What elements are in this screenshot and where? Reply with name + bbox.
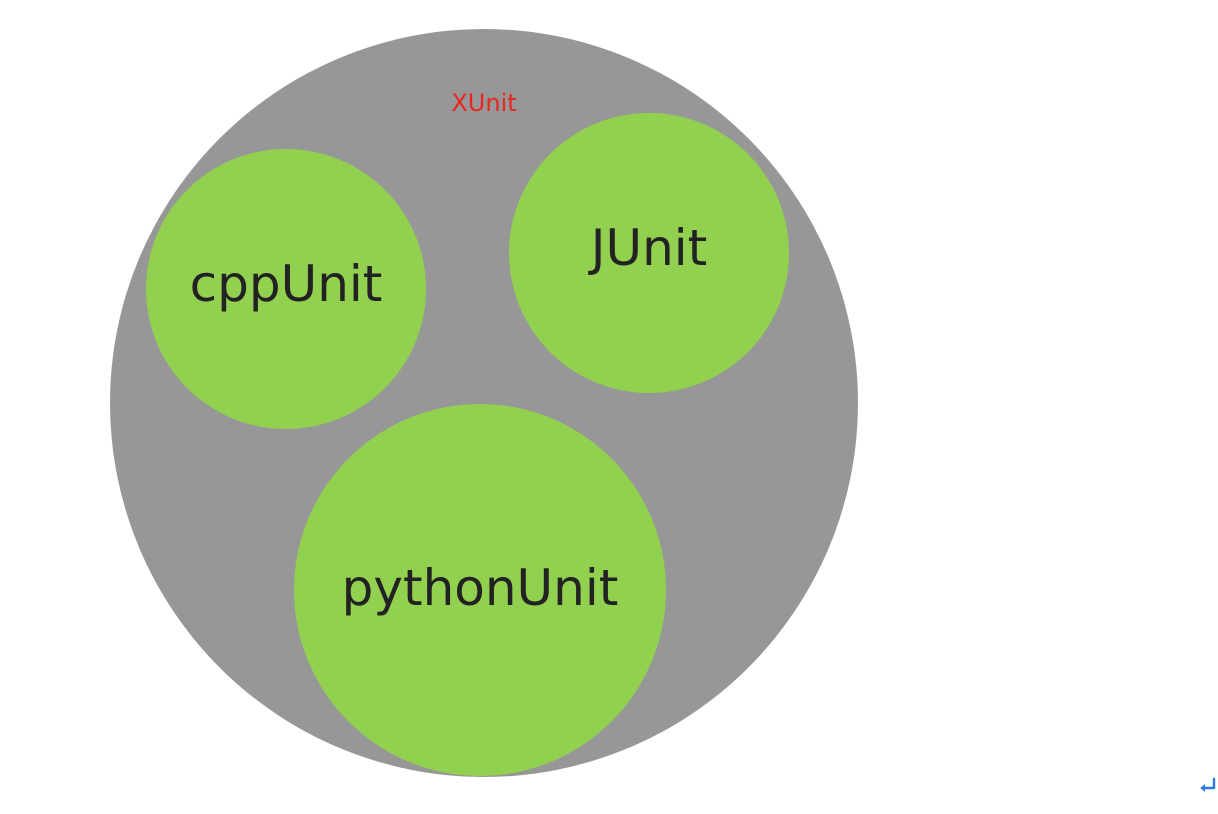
cppunit-circle: cppUnit — [146, 149, 426, 429]
return-arrow-icon — [1200, 777, 1216, 792]
pythonunit-label: pythonUnit — [341, 559, 619, 617]
junit-circle: JUnit — [509, 113, 789, 393]
xunit-label: XUnit — [451, 89, 517, 117]
junit-label: JUnit — [590, 219, 708, 277]
pythonunit-circle: pythonUnit — [294, 404, 666, 776]
cppunit-label: cppUnit — [189, 255, 383, 313]
